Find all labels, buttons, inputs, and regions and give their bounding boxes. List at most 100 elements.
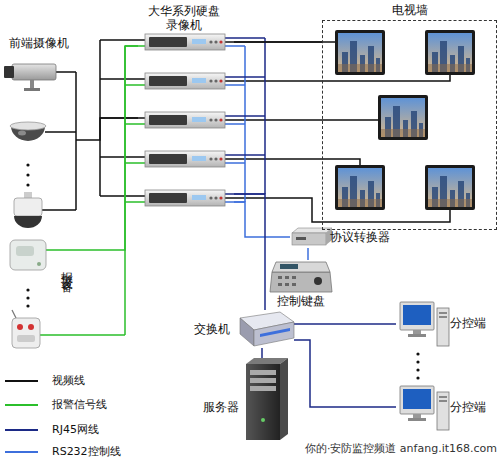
- legend-line: [5, 404, 38, 406]
- signal-cable: [78, 46, 138, 250]
- legend-samples: [5, 381, 38, 452]
- protocol-converter: [292, 228, 332, 233]
- client-terminal: 分控端: [396, 382, 498, 432]
- protocol-converter: [292, 233, 326, 245]
- ellipsis-dots: [26, 173, 29, 176]
- box-camera: [4, 64, 56, 91]
- legend-line: [5, 429, 38, 431]
- tv-wall: 电视墙: [322, 20, 497, 230]
- rj45-wire: [225, 38, 265, 194]
- node-label: 大华系列硬盘 录像机: [142, 4, 226, 32]
- control-keyboard: [285, 283, 289, 286]
- ellipsis-dots: [26, 288, 29, 291]
- client-pc: [400, 302, 449, 346]
- dome-camera: [18, 131, 26, 136]
- ellipsis-dots: [26, 288, 29, 307]
- signal-cable: [307, 248, 309, 260]
- server-tower: [280, 358, 288, 440]
- legend-line: [5, 380, 38, 382]
- control-keyboard: [285, 276, 289, 279]
- legend-text: 报警信号线: [52, 398, 107, 412]
- signal-cable: [261, 348, 263, 358]
- signal-cable: [234, 41, 322, 43]
- legend-text: RJ45网线: [52, 423, 99, 437]
- alarm-remote: [17, 324, 23, 330]
- ellipsis-dots: [416, 352, 419, 355]
- control-keyboard: [278, 276, 282, 279]
- dvr-unit: [145, 112, 225, 128]
- ellipsis-dots: [26, 296, 29, 299]
- ellipsis-dots: [416, 376, 419, 379]
- node-label: 前端摄像机: [2, 36, 76, 50]
- dvr-group: 大华系列硬盘 录像机: [138, 2, 234, 214]
- network-switch: [260, 328, 290, 337]
- server-tower: [246, 358, 288, 440]
- signal-cable: [76, 118, 138, 140]
- protocol-converter: 协议转换器: [290, 226, 398, 248]
- signal-cable: [294, 323, 396, 325]
- box-camera: [30, 80, 34, 88]
- server-tower: [250, 370, 276, 375]
- signal-cable: [294, 340, 396, 407]
- control-keyboard: [270, 262, 332, 292]
- ellipsis-dots: [26, 183, 29, 186]
- ellipsis-dots: [416, 360, 419, 363]
- ellipsis-dots: [26, 163, 29, 186]
- alarm-remote: [12, 310, 16, 318]
- ellipsis-dots: [26, 304, 29, 307]
- node-label: 服务器: [198, 400, 244, 414]
- client-pc: [400, 302, 449, 430]
- server-tower: [250, 378, 276, 383]
- tv-monitor: [335, 30, 385, 75]
- server-tower: [250, 386, 276, 391]
- dome-camera: [10, 122, 46, 130]
- dome-camera: [10, 122, 46, 141]
- alarm-group: 报警设备: [2, 236, 78, 350]
- control-keyboard: [292, 276, 296, 279]
- speed-dome-camera: [14, 192, 42, 228]
- control-keyboard: [280, 264, 298, 269]
- dvr-unit: [145, 151, 225, 167]
- control-keyboard: [272, 262, 330, 272]
- legend-text: RS232控制线: [52, 445, 121, 458]
- legend-line: [5, 451, 38, 453]
- server-tower: [261, 418, 265, 422]
- network-switch: 交换机: [188, 310, 294, 348]
- ellipsis-dots: [416, 352, 419, 379]
- watermark: 你的·安防监控频道 anfang.it168.com: [305, 442, 497, 456]
- client-pc: [400, 386, 449, 430]
- box-camera: [12, 64, 56, 80]
- tv-monitor: [425, 30, 475, 75]
- tv-monitor: [335, 165, 385, 210]
- network-switch: [240, 312, 294, 346]
- tv-monitor: [335, 30, 475, 210]
- alarm-remote: [17, 335, 35, 342]
- pir-detector: [10, 240, 46, 270]
- pir-detector: [16, 246, 34, 256]
- rs232-wire: [225, 46, 245, 202]
- legend-text: 视频线: [52, 374, 85, 388]
- network-switch: [254, 322, 294, 346]
- protocol-converter: [296, 237, 306, 240]
- server: 服务器: [198, 358, 288, 442]
- client-terminal: 分控端: [396, 298, 498, 348]
- network-switch: [240, 318, 254, 346]
- control-keyboard: 控制键盘: [268, 260, 334, 310]
- dvr-unit: [145, 34, 225, 206]
- ellipsis-dots: [26, 163, 29, 166]
- pir-detector: [10, 240, 46, 270]
- tv-monitor: [425, 165, 475, 210]
- alarm-remote: [12, 310, 40, 348]
- node-label: 分控端: [450, 400, 486, 414]
- box-camera: [4, 66, 14, 78]
- tv-monitor: [378, 95, 428, 140]
- node-label: 协议转换器: [330, 230, 390, 244]
- node-label: 交换机: [188, 322, 236, 336]
- node-label: 控制键盘: [268, 294, 334, 308]
- dvr-unit: [145, 34, 225, 50]
- control-keyboard: [270, 272, 332, 292]
- ellipsis-dots: [416, 368, 419, 371]
- pir-detector: [37, 262, 41, 266]
- control-keyboard: [278, 283, 282, 286]
